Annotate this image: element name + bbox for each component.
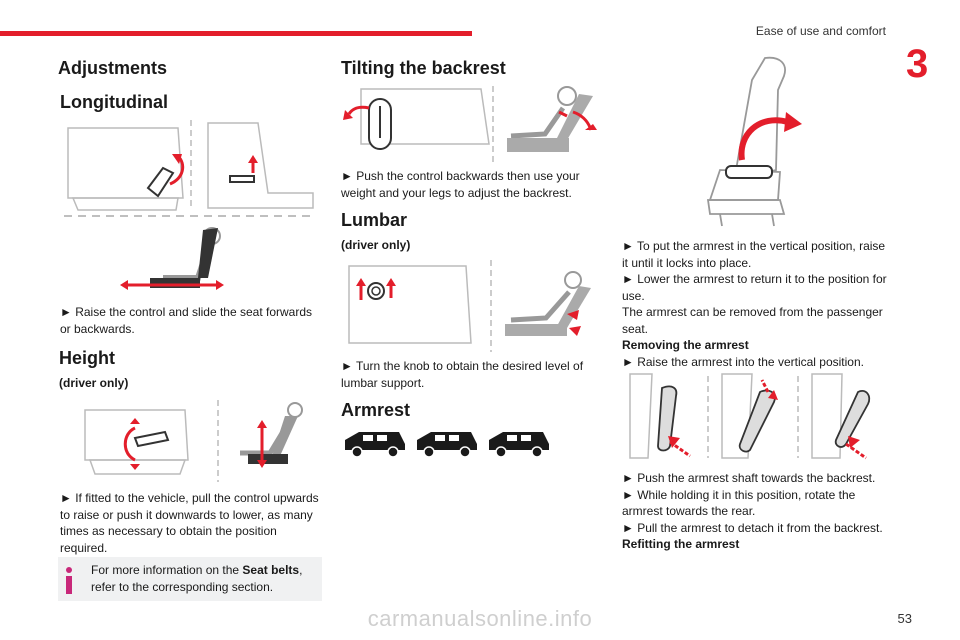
- armrest-instructions-a: ► To put the armrest in the vertical pos…: [622, 238, 892, 370]
- lumbar-instruction: ► Turn the knob to obtain the desired le…: [341, 359, 584, 390]
- van-icon-2: [417, 432, 477, 458]
- lumbar-subheading: (driver only): [341, 238, 411, 252]
- armrest-step-rotate: ► While holding it in this position, rot…: [622, 487, 856, 519]
- longitudinal-illustration: [64, 120, 316, 290]
- page-number: 53: [897, 611, 912, 626]
- info-note: For more information on the Seat belts, …: [58, 557, 322, 601]
- refitting-armrest-title: Refitting the armrest: [622, 537, 740, 551]
- height-instruction: ► If fitted to the vehicle, pull the con…: [60, 491, 319, 555]
- note-link-seat-belts: Seat belts: [242, 563, 300, 577]
- heading-longitudinal: Longitudinal: [60, 92, 168, 112]
- van-icon-1: [345, 432, 405, 458]
- heading-lumbar: Lumbar: [341, 210, 408, 230]
- height-subheading: (driver only): [59, 376, 129, 390]
- armrest-step-detach: ► Pull the armrest to detach it from the…: [622, 520, 883, 535]
- removing-step-raise: ► Raise the armrest into the vertical po…: [622, 354, 864, 369]
- heading-height: Height: [59, 348, 115, 368]
- top-accent-bar: [0, 31, 472, 36]
- armrest-removal-illustration: [629, 373, 871, 460]
- armrest-step-lower: ► Lower the armrest to return it to the …: [622, 272, 887, 303]
- chapter-number: 3: [906, 42, 929, 86]
- chapter-title: Ease of use and comfort: [755, 24, 886, 38]
- vehicle-icons: [345, 432, 549, 458]
- armrest-step-push: ► Push the armrest shaft towards the bac…: [622, 471, 876, 485]
- armrest-instructions-b: ► Push the armrest shaft towards the bac…: [622, 470, 892, 553]
- info-icon: [66, 567, 72, 594]
- note-text-after: , refer to the corresponding section.: [91, 563, 303, 594]
- watermark: carmanualsonline.info: [367, 606, 593, 631]
- removing-armrest-title: Removing the armrest: [622, 338, 749, 352]
- tilting-backrest-illustration: [343, 86, 597, 162]
- longitudinal-instruction: ► Raise the control and slide the seat f…: [60, 305, 313, 336]
- heading-tilting-backrest: Tilting the backrest: [341, 58, 506, 78]
- armrest-removable-note: The armrest can be removed from the pass…: [622, 305, 883, 336]
- van-icon-3: [489, 432, 549, 458]
- armrest-step-vertical: ► To put the armrest in the vertical pos…: [622, 239, 886, 270]
- section-title-adjustments: Adjustments: [58, 58, 168, 78]
- height-illustration: [84, 400, 303, 482]
- heading-armrest: Armrest: [341, 400, 411, 420]
- lumbar-illustration: [348, 260, 591, 352]
- tilting-backrest-instruction: ► Push the control backwards then use yo…: [341, 169, 580, 200]
- armrest-raise-illustration: [706, 56, 802, 227]
- note-text-before: For more information on the: [91, 563, 243, 577]
- info-note-text: For more information on the Seat belts, …: [91, 562, 319, 595]
